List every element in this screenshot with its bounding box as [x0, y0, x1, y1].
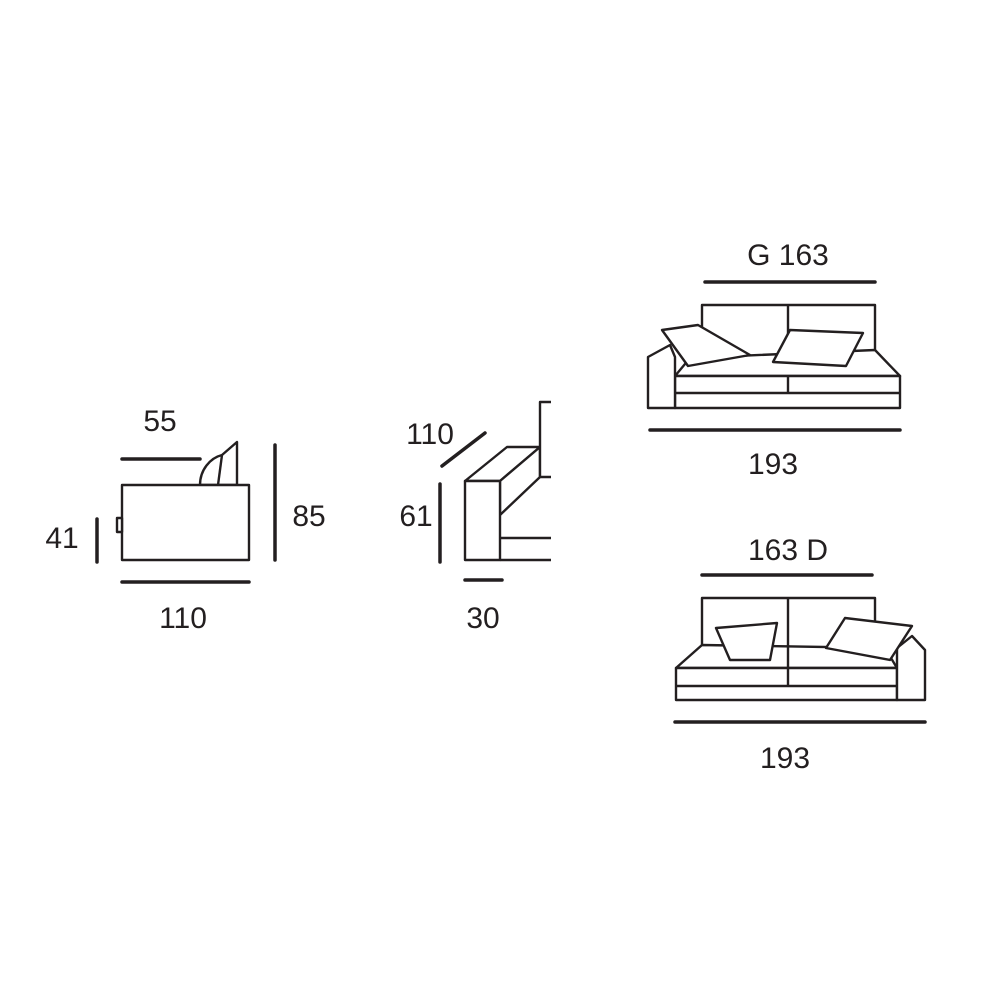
arm-block [646, 343, 677, 410]
dim-label-193: 193 [748, 448, 798, 481]
dim-label-arm-110: 110 [406, 418, 454, 451]
dim-label-193: 193 [760, 742, 810, 775]
dim-label-g163: G 163 [747, 239, 829, 272]
dim-label-163d: 163 D [748, 534, 828, 567]
dim-label-41: 41 [45, 522, 78, 555]
dim-label-30: 30 [466, 602, 499, 635]
arm-block [895, 634, 927, 702]
cushion [660, 323, 752, 368]
side-back-cushion [198, 440, 239, 487]
dim-label-85: 85 [292, 500, 325, 533]
side-view: 55 85 41 110 [45, 405, 325, 635]
sofa-right-arm: 163 D 193 [673, 534, 927, 775]
arm-back [538, 400, 551, 479]
side-body [120, 483, 251, 562]
seat-front [674, 666, 899, 702]
side-foot [115, 516, 124, 534]
dim-label-55: 55 [143, 405, 176, 438]
dim-line-arm-110 [440, 431, 487, 468]
cushion [771, 328, 865, 368]
sofa-left-arm: G 163 193 [646, 239, 902, 481]
dim-label-61: 61 [399, 500, 432, 533]
dim-label-110: 110 [159, 602, 207, 635]
cushion [714, 621, 779, 662]
arm-front [463, 479, 502, 562]
side-back-cushion-fold [216, 454, 224, 486]
cushion [824, 616, 914, 662]
arm-view: 110 61 30 [399, 400, 551, 635]
